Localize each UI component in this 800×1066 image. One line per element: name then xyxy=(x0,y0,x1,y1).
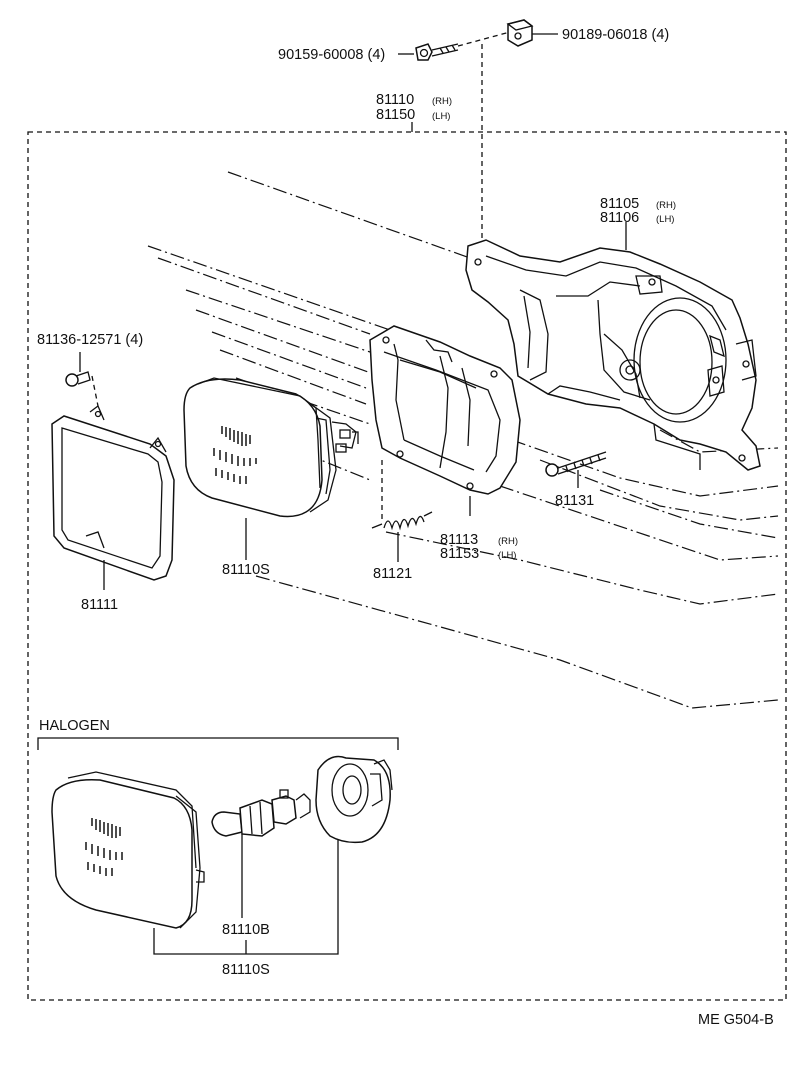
halogen-bracket xyxy=(37,737,399,750)
label-halogen-81110S: 81110S xyxy=(222,962,270,978)
halogen-title: HALOGEN xyxy=(39,718,110,734)
suffix-rh-81113: (RH) xyxy=(498,536,518,547)
label-90159-60008: 90159-60008 (4) xyxy=(278,47,385,63)
label-81113: 81113 xyxy=(440,532,478,548)
headlamp-housing xyxy=(465,239,761,471)
label-81110S: 81110S xyxy=(222,562,270,578)
label-81150: 81150 xyxy=(376,107,415,123)
suffix-lh-81150: (LH) xyxy=(432,111,450,122)
body-contour-lines xyxy=(147,171,779,709)
halogen-bulb xyxy=(211,789,311,837)
adjusting-screw xyxy=(545,451,607,477)
bolt-90159-60008 xyxy=(415,43,459,61)
suffix-rh-81110: (RH) xyxy=(432,96,452,107)
ring-screw xyxy=(65,371,91,387)
label-81131: 81131 xyxy=(555,493,594,509)
label-81136-12571: 81136-12571 (4) xyxy=(37,332,143,348)
footer-code: ME G504-B xyxy=(698,1012,774,1028)
label-81153: 81153 xyxy=(440,546,479,562)
mounting-ring xyxy=(369,325,521,495)
label-81111: 81111 xyxy=(81,597,118,613)
label-81105: 81105 xyxy=(600,196,639,212)
assembly-boundary xyxy=(27,131,787,1001)
spring xyxy=(371,511,433,531)
sealed-beam-unit xyxy=(183,377,359,518)
retaining-ring xyxy=(51,404,175,581)
label-81110: 81110 xyxy=(376,92,414,108)
halogen-socket-cover xyxy=(315,755,393,844)
bolt-nut-dash xyxy=(457,31,511,47)
label-81106: 81106 xyxy=(600,210,639,226)
label-90189-06018: 90189-06018 (4) xyxy=(562,27,669,43)
label-81121: 81121 xyxy=(373,566,412,582)
ring-screw-dash xyxy=(91,375,99,407)
nut-90189-06018 xyxy=(506,19,534,47)
suffix-lh-81153: (LH) xyxy=(498,550,516,561)
halogen-lamp-unit xyxy=(51,771,205,929)
label-81110B: 81110B xyxy=(222,922,270,938)
suffix-lh-81106: (LH) xyxy=(656,214,674,225)
suffix-rh-81105: (RH) xyxy=(656,200,676,211)
